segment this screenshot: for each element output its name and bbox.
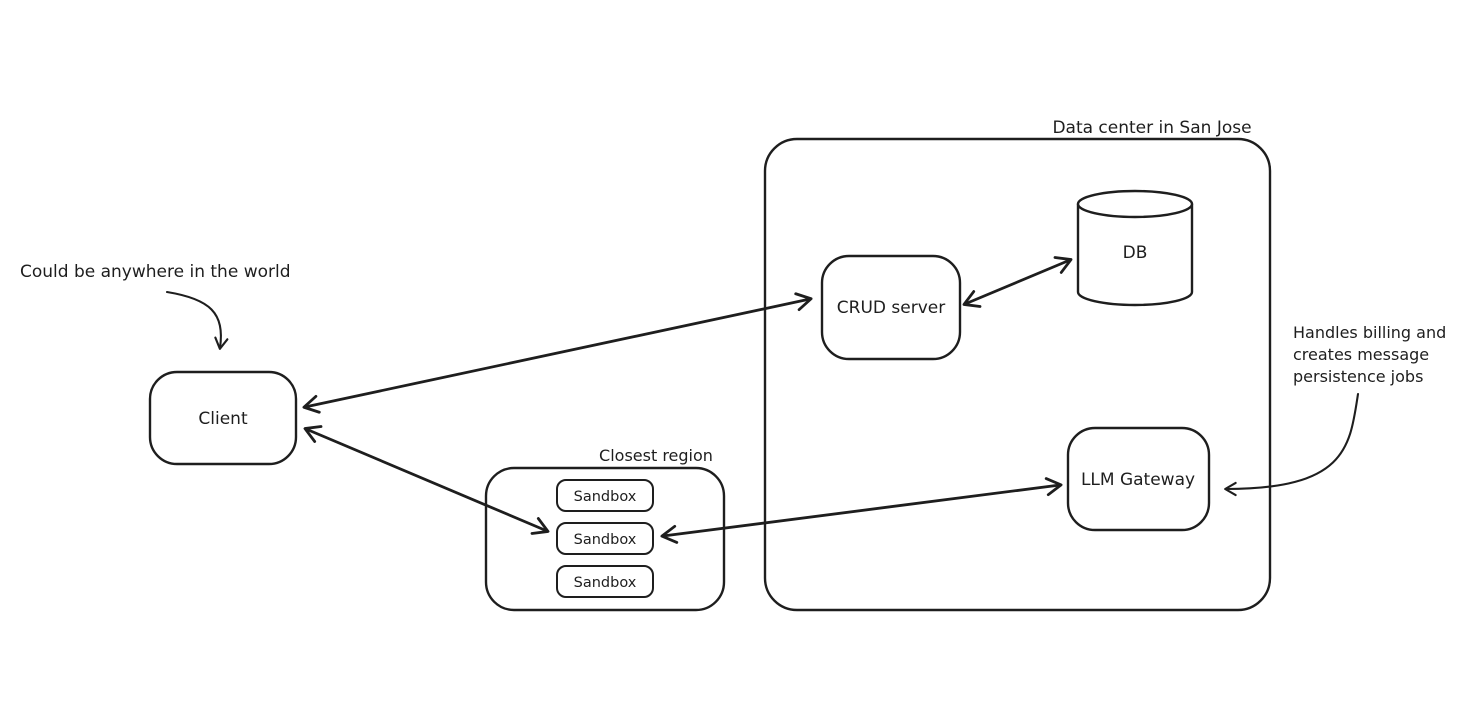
client-note-text[interactable]: Could be anywhere in the world: [20, 262, 291, 282]
sandbox-label-2[interactable]: Sandbox: [574, 532, 637, 548]
data-center-container[interactable]: [763, 137, 1272, 612]
db-cylinder-top: [1076, 189, 1194, 219]
llm-gateway-node[interactable]: [1066, 426, 1211, 532]
data-center-label[interactable]: Data center in San Jose: [1052, 118, 1251, 138]
gateway-note-arrow[interactable]: [1224, 392, 1360, 497]
arrow-crud-server-db[interactable]: [962, 256, 1073, 308]
gateway-note-line-3[interactable]: persistence jobs: [1293, 367, 1423, 386]
sandbox-node-1[interactable]: [556, 479, 654, 512]
crud-server-node[interactable]: [820, 254, 962, 361]
arrow-client-sandbox[interactable]: [303, 425, 550, 535]
db-cylinder-body: [1076, 202, 1194, 307]
gateway-note-line-2[interactable]: creates message: [1293, 345, 1429, 364]
gateway-note-line-1[interactable]: Handles billing and: [1293, 323, 1446, 342]
arrow-sandbox-llm-gateway[interactable]: [660, 477, 1063, 544]
arrow-client-crud-server[interactable]: [302, 292, 813, 414]
sandbox-label-1[interactable]: Sandbox: [574, 489, 637, 505]
client-note-arrow[interactable]: [165, 290, 229, 350]
client-label[interactable]: Client: [198, 409, 248, 429]
sandbox-node-3[interactable]: [556, 565, 654, 598]
sandbox-node-2[interactable]: [556, 522, 654, 555]
db-cylinder[interactable]: DB: [1076, 189, 1194, 307]
crud-server-label[interactable]: CRUD server: [837, 298, 945, 318]
client-node[interactable]: [148, 370, 298, 466]
closest-region-label[interactable]: Closest region: [599, 446, 713, 465]
db-label[interactable]: DB: [1123, 243, 1148, 263]
sandbox-label-3[interactable]: Sandbox: [574, 575, 637, 591]
llm-gateway-label[interactable]: LLM Gateway: [1081, 470, 1195, 490]
